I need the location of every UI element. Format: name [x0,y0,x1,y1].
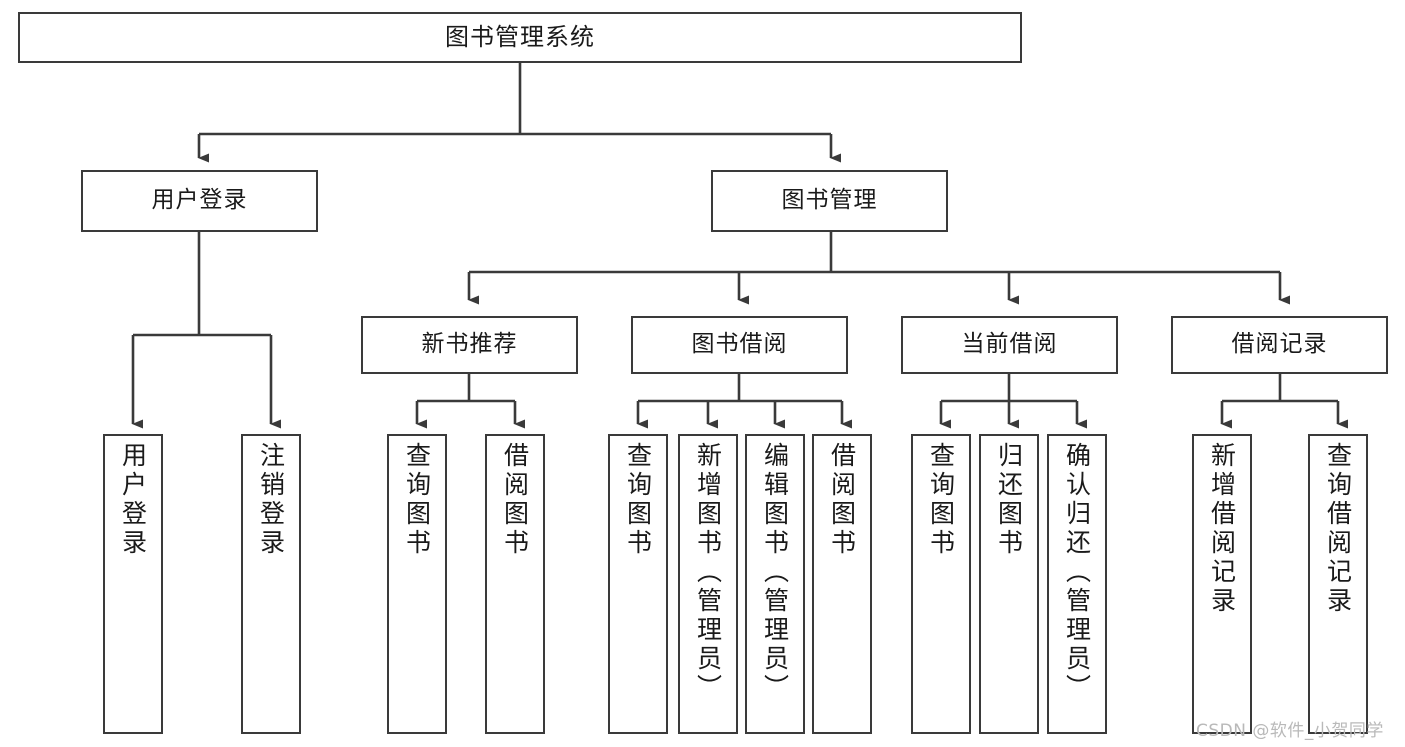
node-borrow-record[interactable]: 借阅记录 [1171,316,1388,374]
leaf-book-borrow-borrow-book[interactable]: 借阅图书 [812,434,872,734]
node-root-book-management-system[interactable]: 图书管理系统 [18,12,1022,63]
node-label: 用户登录 [118,442,148,558]
node-label: 查询图书 [926,442,956,558]
node-new-book-recommendation[interactable]: 新书推荐 [361,316,578,374]
node-label: 用户登录 [151,187,248,214]
node-label: 图书借阅 [691,331,788,358]
node-label: 归还图书 [994,442,1024,558]
leaf-new-book-query-book[interactable]: 查询图书 [387,434,447,734]
node-label: 新增借阅记录 [1207,442,1237,616]
csdn-watermark: CSDN @软件_小贺同学 [1196,721,1384,741]
leaf-current-borrow-confirm-return[interactable]: 确认归还（管理员） [1047,434,1107,734]
leaf-current-borrow-query-book[interactable]: 查询图书 [911,434,971,734]
leaf-new-book-borrow-book[interactable]: 借阅图书 [485,434,545,734]
node-label: 当前借阅 [961,331,1058,358]
node-current-borrow[interactable]: 当前借阅 [901,316,1118,374]
node-label: 借阅图书 [500,442,530,558]
node-label: 编辑图书（管理员） [760,442,790,703]
node-label: 查询图书 [623,442,653,558]
node-label: 确认归还（管理员） [1062,442,1092,703]
leaf-user-login-logout[interactable]: 注销登录 [241,434,301,734]
node-label: 借阅记录 [1231,331,1328,358]
node-label: 图书管理系统 [445,23,595,52]
leaf-book-borrow-add-book[interactable]: 新增图书（管理员） [678,434,738,734]
node-user-login[interactable]: 用户登录 [81,170,318,232]
node-label: 查询图书 [402,442,432,558]
node-label: 查询借阅记录 [1323,442,1353,616]
node-book-borrow[interactable]: 图书借阅 [631,316,848,374]
leaf-book-borrow-edit-book[interactable]: 编辑图书（管理员） [745,434,805,734]
node-label: 注销登录 [256,442,286,558]
leaf-current-borrow-return-book[interactable]: 归还图书 [979,434,1039,734]
node-book-management[interactable]: 图书管理 [711,170,948,232]
node-label: 新增图书（管理员） [693,442,723,703]
node-label: 图书管理 [781,187,878,214]
leaf-book-borrow-query-book[interactable]: 查询图书 [608,434,668,734]
node-label: 新书推荐 [421,331,518,358]
node-label: 借阅图书 [827,442,857,558]
leaf-user-login-login[interactable]: 用户登录 [103,434,163,734]
leaf-borrow-record-add-record[interactable]: 新增借阅记录 [1192,434,1252,734]
leaf-borrow-record-query-record[interactable]: 查询借阅记录 [1308,434,1368,734]
